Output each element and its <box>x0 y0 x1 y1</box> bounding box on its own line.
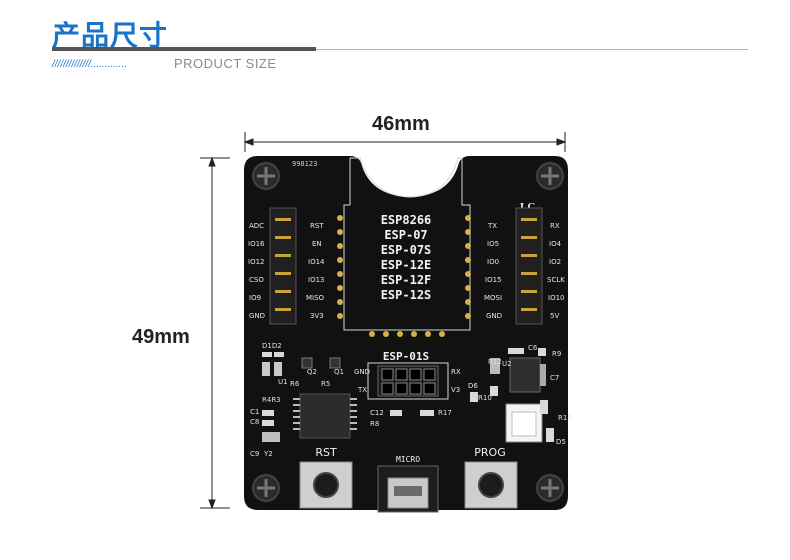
micro-usb-port[interactable] <box>377 465 439 513</box>
component-label: R5 <box>321 380 330 388</box>
width-dimension-label: 46mm <box>372 113 430 135</box>
pin-label: CSO <box>249 276 264 284</box>
pin-label: GND <box>354 368 370 376</box>
pin-label: SCLK <box>547 276 565 284</box>
micro-label: MICRO <box>396 455 420 464</box>
pin-label: IO15 <box>485 276 501 284</box>
component-label: R10 <box>478 394 492 402</box>
component-label: D5 <box>556 438 566 446</box>
height-dimension-line <box>200 156 230 510</box>
voltage-regulator <box>509 357 546 393</box>
section-subtitle: PRODUCT SIZE <box>174 56 277 71</box>
width-dimension-line <box>243 132 567 152</box>
pin-label: GND <box>486 312 502 320</box>
component-label: C8 <box>250 418 259 426</box>
component-label: R9 <box>552 350 561 358</box>
pin-label: ADC <box>249 222 264 230</box>
screw-icon <box>536 162 564 190</box>
prog-button[interactable] <box>464 461 518 509</box>
pin-label: IO12 <box>248 258 264 266</box>
esp01-label: ESP-01S <box>383 350 429 363</box>
pin-label: MISO <box>306 294 325 302</box>
pin-label: IO2 <box>549 258 561 266</box>
esp01-socket <box>377 365 439 397</box>
pin-label: V3 <box>451 386 460 394</box>
component-label: R4R3 <box>262 396 281 404</box>
pin-label: 3V3 <box>310 312 324 320</box>
rst-label: RST <box>315 446 337 459</box>
component-label: Y2 <box>263 450 273 458</box>
component-label: D1D2 <box>262 342 282 350</box>
pin-label: IO16 <box>248 240 265 248</box>
component-label: C9 <box>250 450 259 458</box>
module-label: ESP-12F <box>381 273 432 287</box>
component-label: C12 <box>370 409 384 417</box>
pin-label: IO13 <box>308 276 324 284</box>
height-dimension-label: 49mm <box>132 326 190 348</box>
screw-icon <box>252 474 280 502</box>
component-label: C7 <box>550 374 559 382</box>
decorative-hatch: //////////////............. <box>52 59 128 70</box>
usb-serial-chip <box>293 393 357 439</box>
component-label: C6 <box>528 344 538 352</box>
module-label: ESP8266 <box>381 213 432 227</box>
pin-label: MOSI <box>484 294 502 302</box>
pin-label: TX <box>357 386 367 394</box>
left-pogo-pins <box>337 215 343 319</box>
white-component <box>505 403 543 443</box>
pin-label: IO4 <box>549 240 562 248</box>
title-underline <box>52 47 316 51</box>
component-label: R17 <box>438 409 452 417</box>
component-label: Q1 <box>334 368 344 376</box>
left-pin-header <box>269 207 297 325</box>
module-silk-outline <box>343 158 471 331</box>
pin-label: IO14 <box>308 258 325 266</box>
module-label: ESP-07S <box>381 243 432 257</box>
module-label: ESP-12E <box>381 258 432 272</box>
header-divider <box>316 49 748 50</box>
pin-label: IO0 <box>487 258 499 266</box>
component-label: C1 <box>250 408 259 416</box>
pin-label: GND <box>249 312 265 320</box>
screw-icon <box>252 162 280 190</box>
rst-button[interactable] <box>299 461 353 509</box>
component-label: D6 <box>468 382 478 390</box>
board-id: 998123 <box>292 160 317 168</box>
pin-label: RX <box>451 368 461 376</box>
component-label: U1 <box>278 378 288 386</box>
pin-label: 5V <box>550 312 559 320</box>
bottom-pogo-pins <box>369 331 445 337</box>
prog-label: PROG <box>474 446 505 459</box>
section-title: 产品尺寸 <box>52 20 169 51</box>
pin-label: TX <box>487 222 497 230</box>
component-label: Q2 <box>307 368 317 376</box>
pin-label: EN <box>312 240 322 248</box>
pin-label: RX <box>550 222 560 230</box>
right-pogo-pins <box>465 215 471 319</box>
component-label: R8 <box>370 420 379 428</box>
screw-icon <box>536 474 564 502</box>
pin-label: IO10 <box>548 294 564 302</box>
module-label: ESP-07 <box>384 228 427 242</box>
pin-label: IO9 <box>249 294 261 302</box>
esp01-socket-outline <box>367 362 449 400</box>
component-label: U2 <box>502 360 512 368</box>
component-label: R6 <box>290 380 300 388</box>
component-label: R11 <box>558 414 572 422</box>
smd-components <box>262 348 554 442</box>
pin-label: IO5 <box>487 240 499 248</box>
pin-label: RST <box>310 222 324 230</box>
module-label: ESP-12S <box>381 288 432 302</box>
component-label: R12 <box>488 358 502 366</box>
right-pin-header <box>515 207 543 325</box>
